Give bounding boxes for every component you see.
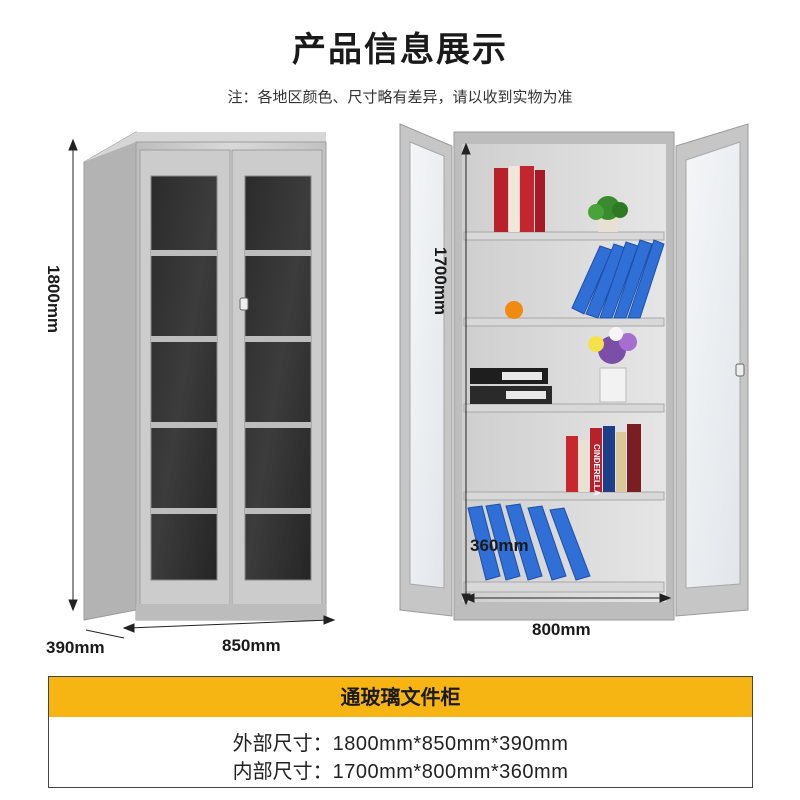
left-open-door-glass [409, 141, 445, 589]
black-binders [470, 368, 552, 404]
spec-value-internal: 1700mm*800mm*360mm [332, 761, 569, 783]
left-dimension-lines [68, 138, 336, 639]
book-spine-text: CINDERELLA [592, 444, 601, 496]
potted-plant [588, 196, 628, 232]
door-lock [239, 297, 249, 311]
blue-folders-bottom [467, 503, 591, 581]
fourth-shelf-books [566, 424, 641, 492]
right-depth-label: 360mm [470, 536, 529, 555]
spec-table: 通玻璃文件柜 外部尺寸：1800mm*850mm*390mm 内部尺寸：1700… [48, 676, 753, 788]
blue-folders-shelf-2 [571, 239, 665, 319]
spec-title: 通玻璃文件柜 [49, 677, 752, 717]
cabinet-side-panel [83, 131, 137, 621]
left-height-label: 1800mm [44, 265, 63, 334]
orange-fruit [505, 301, 523, 319]
visible-shelves [151, 250, 311, 514]
top-shelf-books [494, 166, 545, 232]
open-door-lock [735, 363, 745, 377]
product-figure: CINDERELLA [0, 110, 800, 670]
right-open-door-glass [685, 141, 741, 589]
right-door-glass [244, 175, 312, 581]
right-width-label: 800mm [532, 620, 591, 639]
right-dimension-lines [461, 142, 672, 606]
closed-cabinet [83, 131, 327, 621]
disclaimer-note: 注：各地区颜色、尺寸略有差异，请以收到实物为准 [227, 88, 573, 106]
spec-value-external: 1800mm*850mm*390mm [332, 733, 569, 755]
spec-row-internal: 内部尺寸：1700mm*800mm*360mm [49, 755, 752, 784]
left-depth-label: 390mm [46, 638, 105, 657]
left-door-glass [150, 175, 218, 581]
spec-label-internal: 内部尺寸： [232, 759, 333, 783]
flower-vase [588, 327, 637, 403]
page-title: 产品信息展示 [292, 30, 508, 70]
open-cabinet: CINDERELLA [399, 123, 749, 621]
left-width-label: 850mm [222, 636, 281, 655]
interior-shelves [463, 231, 665, 593]
cabinet-top [84, 132, 326, 162]
right-height-label: 1700mm [431, 247, 450, 316]
spec-label-external: 外部尺寸： [232, 731, 333, 755]
cabinet-base [136, 604, 326, 620]
spec-row-external: 外部尺寸：1800mm*850mm*390mm [49, 727, 752, 756]
